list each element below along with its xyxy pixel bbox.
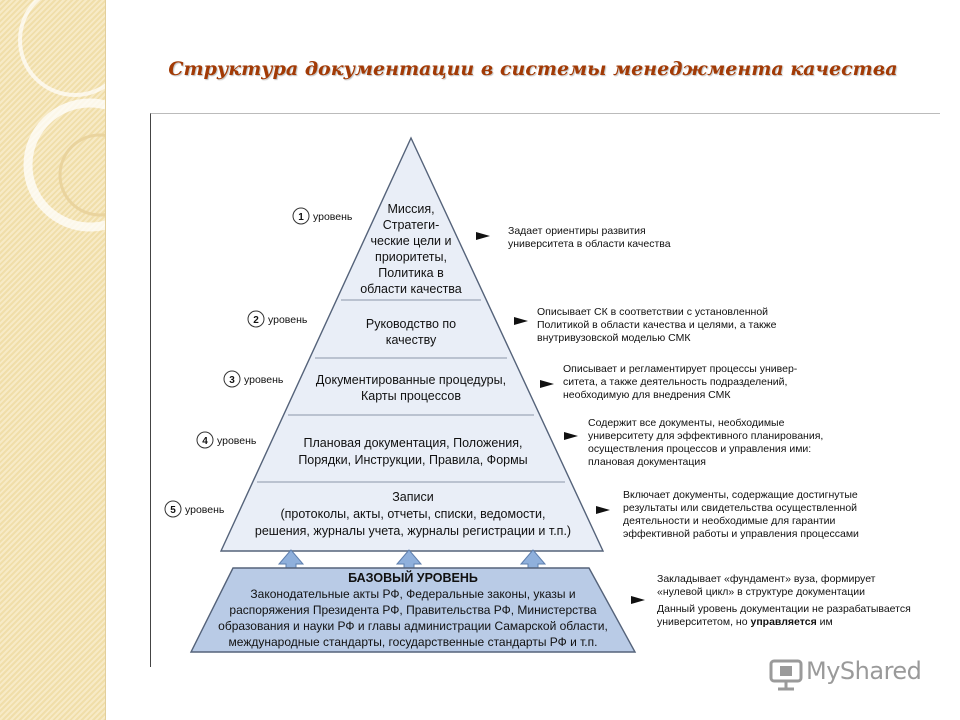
up-arrow-left-icon	[277, 549, 305, 571]
level-4-label: уровень	[217, 435, 257, 447]
base-desc-last-prefix: университетом, но	[657, 616, 751, 628]
base-level-line-3: образования и науки РФ и главы администр…	[218, 619, 608, 633]
watermark: MyShared	[766, 655, 926, 695]
base-desc-line-1: Закладывает «фундамент» вуза, формирует	[657, 573, 876, 585]
base-desc-last-suffix: им	[817, 616, 833, 628]
level-2-box-line-1: Руководство по	[366, 317, 456, 331]
base-pointer-icon	[631, 596, 645, 604]
pointer-arrows	[476, 232, 645, 604]
level-2-desc-line-2: Политикой в области качества и целями, а…	[537, 319, 777, 331]
level-3-box-line-2: Карты процессов	[361, 389, 461, 403]
level-4-pointer-icon	[564, 432, 578, 440]
base-level-line-4: международные стандарты, государственные…	[229, 635, 598, 649]
decorative-circles	[18, 0, 106, 232]
level-5-desc-line-2: результаты или свидетельства осуществлен…	[623, 502, 857, 514]
presentation-board-icon	[769, 659, 803, 691]
level-5-pointer-icon	[596, 506, 610, 514]
up-arrows	[277, 549, 547, 571]
pyramid-shape	[219, 136, 605, 552]
level-2-number-badge	[247, 310, 265, 328]
level-3-desc-line-2: ситета, а также деятельность подразделен…	[563, 376, 787, 388]
level-3-desc-line-3: необходимую для внедрения СМК	[563, 389, 731, 401]
level-5-label: уровень	[185, 504, 225, 516]
pyramid-diagram: Миссия, Стратеги- ческие цели и приорите…	[164, 136, 911, 653]
level-1-desc-line-1: Задает ориентиры развития	[508, 225, 646, 237]
level-3-number-badge	[223, 370, 241, 388]
base-level-block	[189, 567, 637, 653]
base-desc-last-bold: управляется	[751, 616, 817, 628]
level-1-box-line-5: Политика в	[378, 266, 444, 280]
level-1-number: 1	[298, 212, 304, 223]
level-4-desc-line-2: университету для эффективного планирован…	[588, 430, 823, 442]
level-2-box-line-2: качеству	[386, 333, 437, 347]
level-5-box-line-1: Записи	[392, 490, 434, 504]
side-strip-border	[105, 0, 106, 720]
level-5-number: 5	[170, 505, 176, 516]
level-4-box-line-1: Плановая документация, Положения,	[304, 436, 523, 450]
base-desc-line-2: «нулевой цикл» в структуре документации	[657, 586, 865, 598]
slide-title: Структура документации в системы менеджм…	[168, 58, 898, 80]
level-1-pointer-icon	[476, 232, 490, 240]
level-4-desc-line-1: Содержит все документы, необходимые	[588, 417, 785, 429]
level-5-desc-line-4: эффективной работы и управления процесса…	[623, 528, 859, 540]
up-arrow-middle-icon	[395, 549, 423, 571]
level-3-pointer-icon	[540, 380, 554, 388]
base-level-line-1: Законодательные акты РФ, Федеральные зак…	[250, 587, 575, 601]
base-level-line-2: распоряжения Президента РФ, Правительств…	[229, 603, 596, 617]
level-1-desc-line-2: университета в области качества	[508, 238, 671, 250]
level-5-box-line-2: (протоколы, акты, отчеты, списки, ведомо…	[281, 507, 546, 521]
level-5-desc-line-3: деятельности и необходимые для гарантии	[623, 515, 836, 527]
level-2-label: уровень	[268, 314, 308, 326]
watermark-text: MyShared	[806, 657, 922, 685]
level-1-box-line-3: ческие цели и	[371, 234, 452, 248]
level-4-number-badge	[196, 431, 214, 449]
pyramid-dividers	[257, 299, 565, 483]
level-4-desc-line-4: плановая документация	[588, 456, 706, 468]
level-3-box-line-1: Документированные процедуры,	[316, 373, 506, 387]
level-1-box-line-6: области качества	[360, 282, 462, 296]
level-4-box-line-2: Порядки, Инструкции, Правила, Формы	[298, 453, 527, 467]
level-1-box-line-4: приоритеты,	[375, 250, 447, 264]
level-5-desc-line-1: Включает документы, содержащие достигнут…	[623, 489, 858, 501]
level-3-desc-line-1: Описывает и регламентирует процессы унив…	[563, 363, 798, 375]
level-1-number-badge	[292, 207, 310, 225]
decorative-side-strip	[0, 0, 106, 720]
level-2-pointer-icon	[514, 317, 528, 325]
level-2-desc-line-3: внутривузовской моделью СМК	[537, 332, 691, 344]
level-2-number: 2	[253, 315, 259, 326]
level-2-desc-line-1: Описывает СК в соответствии с установлен…	[537, 306, 768, 318]
level-3-label: уровень	[244, 374, 284, 386]
level-3-number: 3	[229, 375, 235, 386]
level-5-box-line-3: решения, журналы учета, журналы регистра…	[255, 524, 571, 538]
base-desc-line-3: Данный уровень документации не разрабаты…	[657, 603, 911, 615]
level-1-box-line-1: Миссия,	[387, 202, 434, 216]
level-4-number: 4	[202, 436, 208, 447]
level-5-number-badge	[164, 500, 182, 518]
base-level-title: БАЗОВЫЙ УРОВЕНЬ	[348, 570, 478, 585]
diagram-frame: Миссия, Стратеги- ческие цели и приорите…	[150, 113, 940, 667]
level-4-desc-line-3: осуществления процессов и управления ими…	[588, 443, 811, 455]
base-desc-line-4: университетом, но управляется им	[657, 616, 833, 628]
level-1-box-line-2: Стратеги-	[383, 218, 440, 232]
up-arrow-right-icon	[519, 549, 547, 571]
level-1-label: уровень	[313, 211, 353, 223]
